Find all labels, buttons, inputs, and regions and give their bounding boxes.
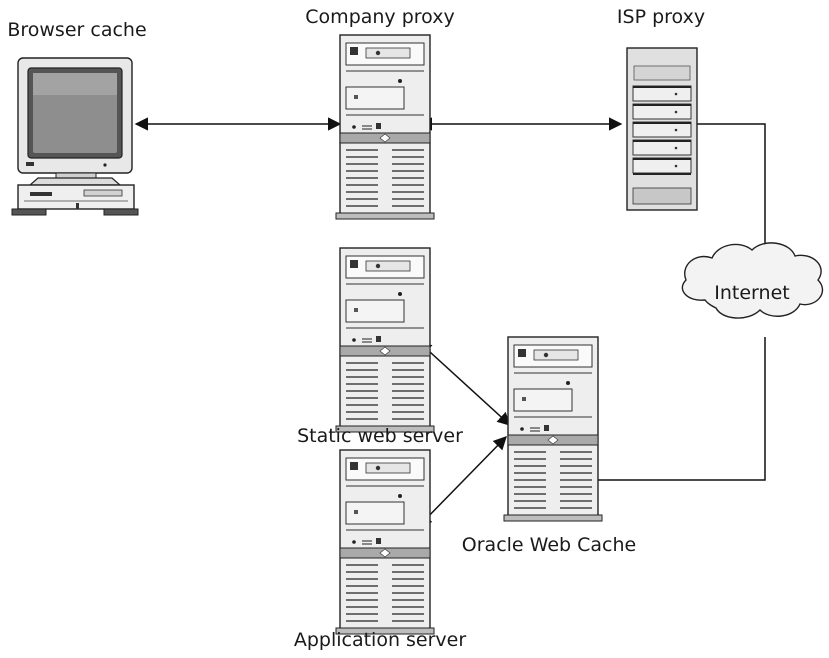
application-server-label: Application server: [293, 629, 467, 651]
app-webcache-link: [418, 436, 507, 527]
application-server-icon: [335, 449, 435, 635]
static-web-server-label: Static web server: [297, 425, 463, 447]
oracle-web-cache-server-icon: [503, 336, 603, 522]
internet-webcache-link: [589, 337, 766, 481]
connections: [134, 117, 766, 527]
isp-proxy-server-icon: [626, 47, 698, 211]
browser-computer-icon: [11, 57, 139, 216]
isp-proxy-label: ISP proxy: [616, 6, 706, 28]
internet-label: Internet: [714, 282, 790, 304]
isp-internet-link: [697, 123, 766, 243]
oracle-web-cache-label: Oracle Web Cache: [461, 534, 637, 556]
internet-cloud-icon: [681, 242, 824, 319]
static-web-server-icon: [335, 247, 435, 433]
static-webcache-link: [418, 341, 511, 426]
browser-cache-label: Browser cache: [7, 19, 147, 41]
company-proxy-server-icon: [335, 34, 435, 220]
company-proxy-label: Company proxy: [305, 6, 455, 28]
